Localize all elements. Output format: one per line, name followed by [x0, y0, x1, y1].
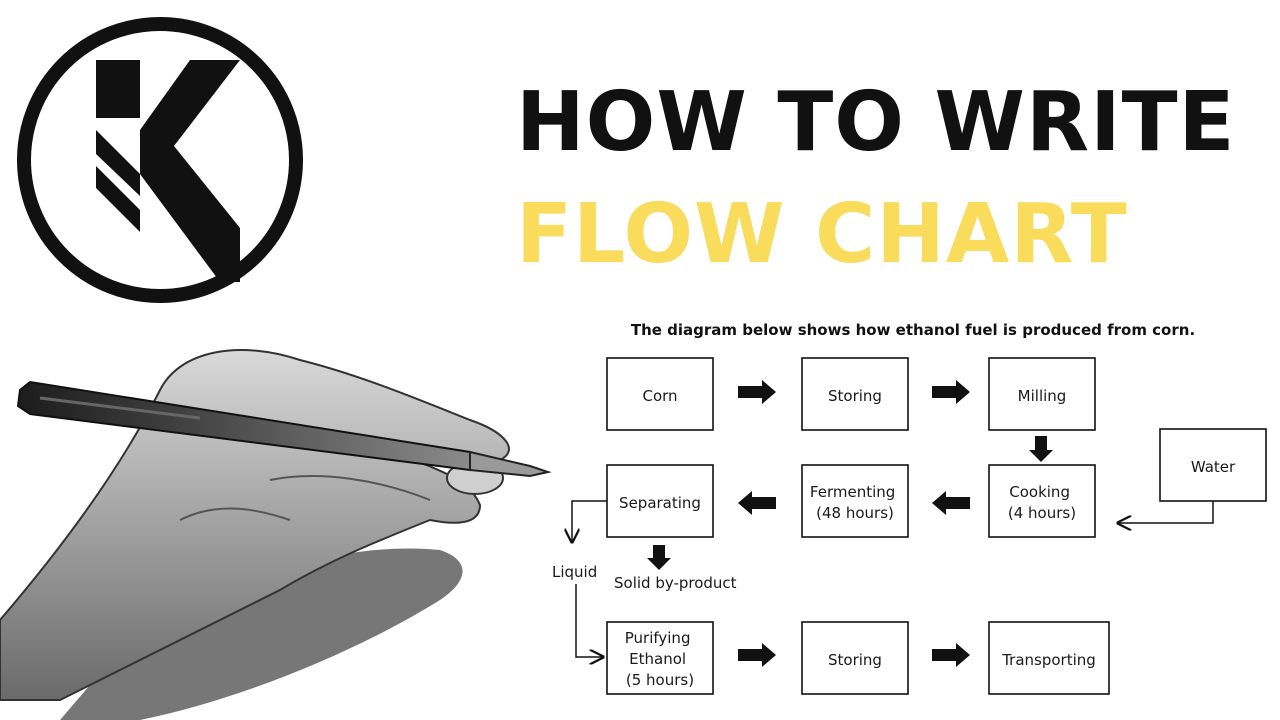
label-transporting: Transporting: [1001, 651, 1096, 669]
arrow-left-cooking-fermenting: [932, 491, 970, 515]
connector-water-cooking: [1118, 501, 1214, 523]
svg-text:Purifying Ethanol (5 h: Purifying Ethanol (5 hours): [625, 629, 696, 689]
label-fermenting-2: (48 hours): [816, 504, 894, 522]
svg-text:Transporting: Transporting: [1001, 651, 1096, 669]
box-milling: [988, 357, 1096, 431]
arrow-right-storing-milling: [932, 380, 970, 404]
headline-line-1: HOW TO WRITE: [516, 75, 1236, 170]
svg-text:Fermenting (48 hours): Fermenting (48 hours): [810, 483, 900, 522]
arrow-down-milling-cooking: [1029, 436, 1053, 462]
svg-text:Milling: Milling: [1018, 387, 1067, 405]
label-storing-2: Storing: [828, 651, 882, 669]
box-fermenting: [801, 464, 909, 538]
box-separating: [606, 464, 714, 538]
box-transporting: [988, 621, 1110, 695]
k-logo-icon: [17, 17, 303, 303]
box-water: [1159, 428, 1267, 502]
label-purifying-2: Ethanol: [629, 650, 686, 668]
arrow-left-fermenting-separating: [738, 491, 776, 515]
svg-text:Corn: Corn: [642, 387, 677, 405]
box-storing-1: [801, 357, 909, 431]
hand-writing-illustration: [0, 349, 552, 720]
label-water: Water: [1191, 458, 1236, 476]
arrow-right-storing-transporting: [932, 643, 970, 667]
box-purifying: [606, 621, 714, 695]
k-logo: [17, 17, 303, 303]
box-storing-2: [801, 621, 909, 695]
label-cooking-1: Cooking: [1009, 483, 1070, 501]
hand-writing-with-pen-icon: [0, 349, 552, 720]
svg-text:Storing: Storing: [828, 387, 882, 405]
arrow-right-purifying-storing: [738, 643, 776, 667]
label-milling: Milling: [1018, 387, 1067, 405]
label-purifying-1: Purifying: [625, 629, 691, 647]
label-fermenting-1: Fermenting: [810, 483, 895, 501]
arrow-right-corn-storing: [738, 380, 776, 404]
connector-separating-liquid: [572, 500, 607, 542]
headline-line-2: FLOW CHART: [516, 187, 1128, 282]
label-storing-1: Storing: [828, 387, 882, 405]
connector-liquid-purifying: [575, 584, 603, 657]
label-cooking-2: (4 hours): [1008, 504, 1076, 522]
ethanol-flow-diagram: The diagram below shows how ethanol fuel…: [552, 321, 1267, 695]
box-cooking: [988, 464, 1096, 538]
label-purifying-3: (5 hours): [626, 671, 694, 689]
label-separating: Separating: [619, 494, 701, 512]
svg-text:Cooking (4 hours): Cooking (4 hours): [1008, 483, 1076, 522]
svg-text:Storing: Storing: [828, 651, 882, 669]
label-corn: Corn: [642, 387, 677, 405]
label-liquid: Liquid: [552, 563, 597, 581]
diagram-caption: The diagram below shows how ethanol fuel…: [631, 321, 1195, 339]
label-solid-by-product: Solid by-product: [614, 574, 737, 592]
svg-text:Water: Water: [1191, 458, 1236, 476]
box-corn: [606, 357, 714, 431]
svg-text:Separating: Separating: [619, 494, 701, 512]
arrow-down-separating-solid: [647, 545, 671, 570]
